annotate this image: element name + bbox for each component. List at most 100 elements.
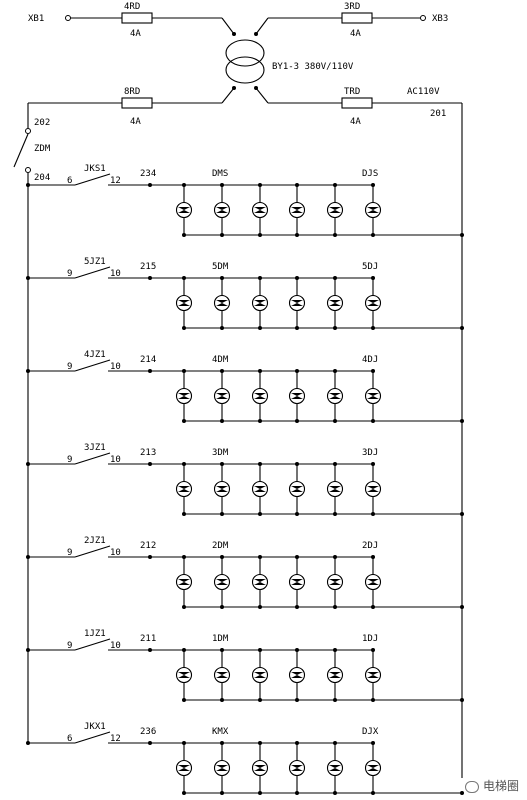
switch-pin-in: 9 — [67, 362, 72, 372]
lamp-junction — [295, 605, 299, 609]
lamp-icon — [251, 573, 269, 591]
lamp-junction — [258, 233, 262, 237]
fuse-3rd-rating: 4A — [350, 29, 361, 39]
top-supply-line: XB1 4RD 4A 3RD 4A XB3 — [28, 2, 448, 39]
lamp-filament — [254, 393, 266, 399]
lamp-icon — [326, 387, 344, 405]
fuse-8rd-rating: 4A — [130, 117, 141, 127]
lamp-icon — [364, 759, 382, 777]
lamp-icon — [364, 201, 382, 219]
lamp-junction — [220, 605, 224, 609]
node-label: 215 — [140, 262, 156, 272]
lamp-icon — [326, 666, 344, 684]
lamp-filament — [178, 672, 190, 678]
switch-pin-out: 12 — [110, 734, 121, 744]
lamp-filament — [254, 579, 266, 585]
lamp-filament — [291, 672, 303, 678]
lamp-junction — [258, 512, 262, 516]
lamp-junction — [371, 419, 375, 423]
lamp-icon — [251, 387, 269, 405]
lamp-filament — [329, 765, 341, 771]
lamp-icon — [175, 573, 193, 591]
lamp-icon — [364, 480, 382, 498]
lamp-start-label: 3DM — [212, 448, 229, 458]
lamp-end-label: DJS — [362, 169, 378, 179]
lamp-junction — [333, 698, 337, 702]
fuse-trd — [341, 97, 373, 109]
lamp-icon — [175, 387, 193, 405]
node-label: 211 — [140, 634, 156, 644]
switch-label: JKS1 — [84, 164, 106, 174]
lamp-junction — [333, 605, 337, 609]
lamp-start-label: KMX — [212, 727, 229, 737]
lamp-filament — [329, 579, 341, 585]
lamp-icon — [213, 480, 231, 498]
lamp-icon — [213, 573, 231, 591]
lamp-icon — [364, 294, 382, 312]
node-label: 214 — [140, 355, 156, 365]
terminal-xb3 — [420, 15, 426, 21]
switch-pin-out: 10 — [110, 548, 121, 558]
lamp-icon — [251, 759, 269, 777]
lamp-junction — [182, 326, 186, 330]
secondary-line: 8RD 4A TRD 4A AC110V 201 — [27, 87, 463, 778]
fuse-3rd — [341, 12, 373, 24]
lamp-junction — [295, 791, 299, 795]
lamp-filament — [254, 486, 266, 492]
lamp-icon — [251, 666, 269, 684]
lamp-end-label: DJX — [362, 727, 379, 737]
watermark-text: 电梯圈 — [482, 779, 519, 793]
lamp-icon — [288, 201, 306, 219]
switch-contact — [74, 452, 111, 465]
lamp-start-label: 5DM — [212, 262, 229, 272]
lamp-junction — [295, 419, 299, 423]
lamp-icon — [175, 759, 193, 777]
lamp-filament — [178, 207, 190, 213]
main-switch-label: ZDM — [34, 144, 51, 154]
lamp-filament — [367, 393, 379, 399]
lamp-icon — [175, 666, 193, 684]
lamp-junction — [258, 326, 262, 330]
lamp-junction — [182, 233, 186, 237]
lamp-junction — [295, 233, 299, 237]
lamp-filament — [329, 300, 341, 306]
lamp-filament — [291, 393, 303, 399]
lamp-filament — [178, 486, 190, 492]
lamp-junction — [371, 512, 375, 516]
lamp-icon — [213, 666, 231, 684]
lamp-start-label: 1DM — [212, 634, 229, 644]
lamp-filament — [329, 486, 341, 492]
supply-label: AC110V — [407, 87, 440, 97]
switch-label: 4JZ1 — [84, 350, 106, 360]
fuse-trd-label: TRD — [344, 87, 360, 97]
transformer: BY1-3 380V/110V — [225, 39, 354, 90]
lamp-start-label: DMS — [212, 169, 228, 179]
fuse-trd-rating: 4A — [350, 117, 361, 127]
lamp-icon — [326, 480, 344, 498]
lamp-filament — [254, 672, 266, 678]
lamp-icon — [213, 201, 231, 219]
switch-contact — [74, 359, 111, 372]
lamp-filament — [178, 300, 190, 306]
lamp-junction — [295, 512, 299, 516]
return-junction — [460, 419, 464, 423]
terminal-xb3-label: XB3 — [432, 14, 448, 24]
watermark: 电梯圈 — [464, 777, 519, 794]
switch-pin-in: 6 — [67, 176, 72, 186]
fuse-4rd-label: 4RD — [124, 2, 140, 12]
lamp-icon — [364, 573, 382, 591]
lamp-junction — [333, 233, 337, 237]
lamp-icon — [251, 201, 269, 219]
lamp-icon — [175, 294, 193, 312]
lamp-icon — [213, 387, 231, 405]
lamp-end-label: 5DJ — [362, 262, 378, 272]
lamp-icon — [213, 759, 231, 777]
lamp-filament — [216, 765, 228, 771]
lamp-junction — [333, 791, 337, 795]
lamp-junction — [258, 605, 262, 609]
